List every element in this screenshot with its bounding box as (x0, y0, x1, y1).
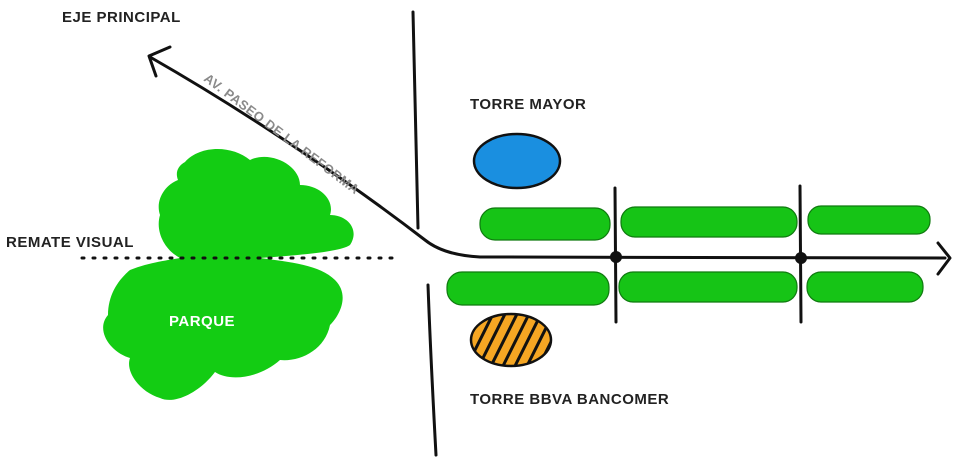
dot-icon (610, 251, 622, 263)
label-torre-mayor: TORRE MAYOR (470, 96, 586, 113)
boundary-line-top (411, 10, 420, 230)
torre-bbva-shape (469, 312, 553, 368)
label-parque: PARQUE (169, 313, 235, 330)
arrow-head-icon (147, 45, 172, 78)
label-eje-principal: EJE PRINCIPAL (62, 9, 181, 26)
hedge-row-upper (479, 205, 931, 241)
hedge-row-lower (446, 271, 924, 306)
label-remate-visual: REMATE VISUAL (6, 234, 134, 251)
park-area (103, 148, 354, 400)
boundary-line-bottom (426, 283, 438, 457)
dot-icon (795, 252, 807, 264)
avenida-line (148, 55, 947, 260)
label-torre-bbva: TORRE BBVA BANCOMER (470, 391, 669, 408)
torre-mayor-shape (472, 132, 562, 190)
arrow-head-icon (936, 241, 952, 276)
